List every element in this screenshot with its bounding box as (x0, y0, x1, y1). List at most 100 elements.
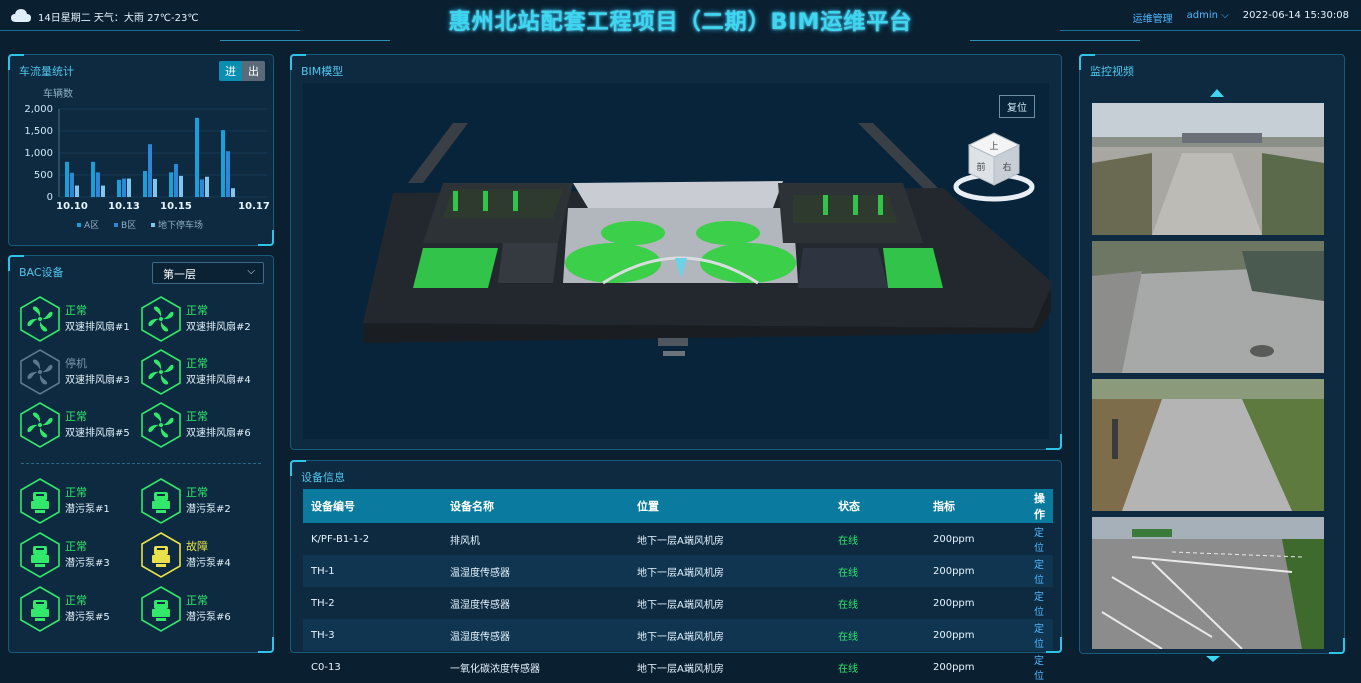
chevron-down-icon: ⌵ (1221, 10, 1229, 21)
view-cube-icon[interactable]: 上 前 右 (949, 125, 1039, 205)
device-name: 双速排风扇#5 (65, 428, 130, 439)
device-status: 正常 (186, 486, 208, 499)
device-metric: 200ppm (933, 533, 975, 545)
device-location: 地下一层A端风机房 (629, 619, 830, 651)
col-device-name: 设备名称 (442, 489, 629, 523)
user-menu[interactable]: admin ⌵ (1187, 10, 1229, 25)
device-status: 在线 (838, 599, 858, 611)
locate-link[interactable]: 定位 (1034, 592, 1044, 618)
pump-device[interactable]: 正常潜污泵#1 (19, 478, 139, 528)
bac-title: BAC设备 (19, 266, 64, 279)
pump-device[interactable]: 正常潜污泵#3 (19, 532, 139, 582)
bar (174, 164, 178, 197)
camera-feed-4[interactable] (1092, 517, 1324, 649)
device-status: 正常 (186, 357, 208, 370)
y-tick-label: 1,000 (24, 148, 53, 159)
camera-title: 监控视频 (1090, 65, 1134, 78)
device-name: 排风机 (450, 535, 480, 547)
traffic-title: 车流量统计 (19, 65, 74, 78)
pump-device[interactable]: 正常潜污泵#6 (140, 586, 260, 636)
page-title: 惠州北站配套工程项目（二期）BIM运维平台 (448, 10, 913, 35)
locate-link[interactable]: 定位 (1034, 528, 1044, 554)
fan-device[interactable]: 正常双速排风扇#4 (140, 349, 260, 399)
bim-viewport[interactable]: 复位 上 前 右 (303, 83, 1051, 439)
camera-panel: 监控视频 (1079, 54, 1345, 654)
bar (148, 144, 152, 197)
table-header-row: 设备编号 设备名称 位置 状态 指标 操作 (303, 489, 1053, 523)
fan-icon (141, 296, 181, 342)
bim-model-render[interactable] (303, 83, 1051, 439)
device-status: 正常 (65, 594, 87, 607)
y-tick-label: 2,000 (24, 104, 53, 115)
device-name: 一氧化碳浓度传感器 (450, 663, 540, 675)
bar (231, 188, 235, 197)
chevron-down-icon: ⌵ (247, 266, 255, 277)
bar (122, 178, 126, 197)
pump-device[interactable]: 正常潜污泵#2 (140, 478, 260, 528)
pump-device[interactable]: 故障潜污泵#4 (140, 532, 260, 582)
device-id: K/PF-B1-1-2 (311, 533, 370, 545)
pump-icon (20, 586, 60, 632)
device-name: 潜污泵#2 (186, 504, 231, 515)
reset-view-button[interactable]: 复位 (999, 95, 1035, 118)
fan-device[interactable]: 正常双速排风扇#2 (140, 296, 260, 346)
device-status: 故障 (186, 540, 208, 553)
device-location: 地下一层A端风机房 (629, 555, 830, 587)
pump-icon (20, 532, 60, 578)
camera-feed-1[interactable] (1092, 103, 1324, 235)
device-metric: 200ppm (925, 619, 1026, 651)
camera-feed-3[interactable] (1092, 379, 1324, 511)
device-id: TH-2 (311, 597, 335, 609)
device-location: 地下一层A端风机房 (637, 535, 724, 547)
device-name: 温湿度传感器 (450, 599, 510, 611)
device-name: 双速排风扇#4 (186, 375, 251, 386)
scroll-down-icon[interactable] (1206, 656, 1220, 662)
weather-widget: 14日星期二 天气：大雨 27℃-23℃ (10, 8, 199, 24)
pump-device[interactable]: 正常潜污泵#5 (19, 586, 139, 636)
fan-device[interactable]: 正常双速排风扇#5 (19, 402, 139, 452)
camera-feed-2[interactable] (1092, 241, 1324, 373)
device-name: 潜污泵#5 (65, 612, 110, 623)
x-tick-label: 10.13 (108, 201, 140, 212)
bim-panel: BIM模型 (290, 54, 1062, 450)
fan-device[interactable]: 停机双速排风扇#3 (19, 349, 139, 399)
device-metric: 200ppm (925, 555, 1026, 587)
device-status: 正常 (65, 540, 87, 553)
bar (179, 175, 183, 197)
fan-device[interactable]: 正常双速排风扇#6 (140, 402, 260, 452)
scroll-up-icon[interactable] (1210, 89, 1224, 97)
locate-link[interactable]: 定位 (1034, 656, 1044, 682)
floor-select[interactable]: 第一层 ⌵ (152, 262, 264, 284)
legend-label: 地下停车场 (158, 219, 203, 231)
bim-title: BIM模型 (301, 65, 344, 78)
col-location: 位置 (629, 489, 830, 523)
toggle-out-button[interactable]: 出 (242, 61, 265, 81)
bar (221, 130, 225, 197)
legend-label: A区 (84, 220, 99, 231)
legend-swatch (77, 223, 81, 227)
locate-link[interactable]: 定位 (1026, 555, 1053, 587)
fan-device[interactable]: 正常双速排风扇#1 (19, 296, 139, 346)
bar (117, 179, 121, 197)
pump-icon (20, 478, 60, 524)
bar (65, 161, 69, 197)
device-status: 正常 (65, 486, 87, 499)
device-id: TH-3 (303, 619, 442, 651)
ops-management-link[interactable]: 运维管理 (1132, 14, 1173, 25)
y-axis-label: 车辆数 (43, 87, 73, 100)
datetime: 2022-06-14 15:30:08 (1242, 10, 1349, 21)
device-status: 正常 (186, 594, 208, 607)
y-tick-label: 500 (34, 170, 53, 181)
col-metric: 指标 (925, 489, 1026, 523)
locate-link[interactable]: 定位 (1026, 619, 1053, 651)
bar (226, 151, 230, 197)
device-metric: 200ppm (933, 661, 975, 673)
col-device-id: 设备编号 (303, 489, 442, 523)
toggle-in-button[interactable]: 进 (219, 61, 242, 81)
